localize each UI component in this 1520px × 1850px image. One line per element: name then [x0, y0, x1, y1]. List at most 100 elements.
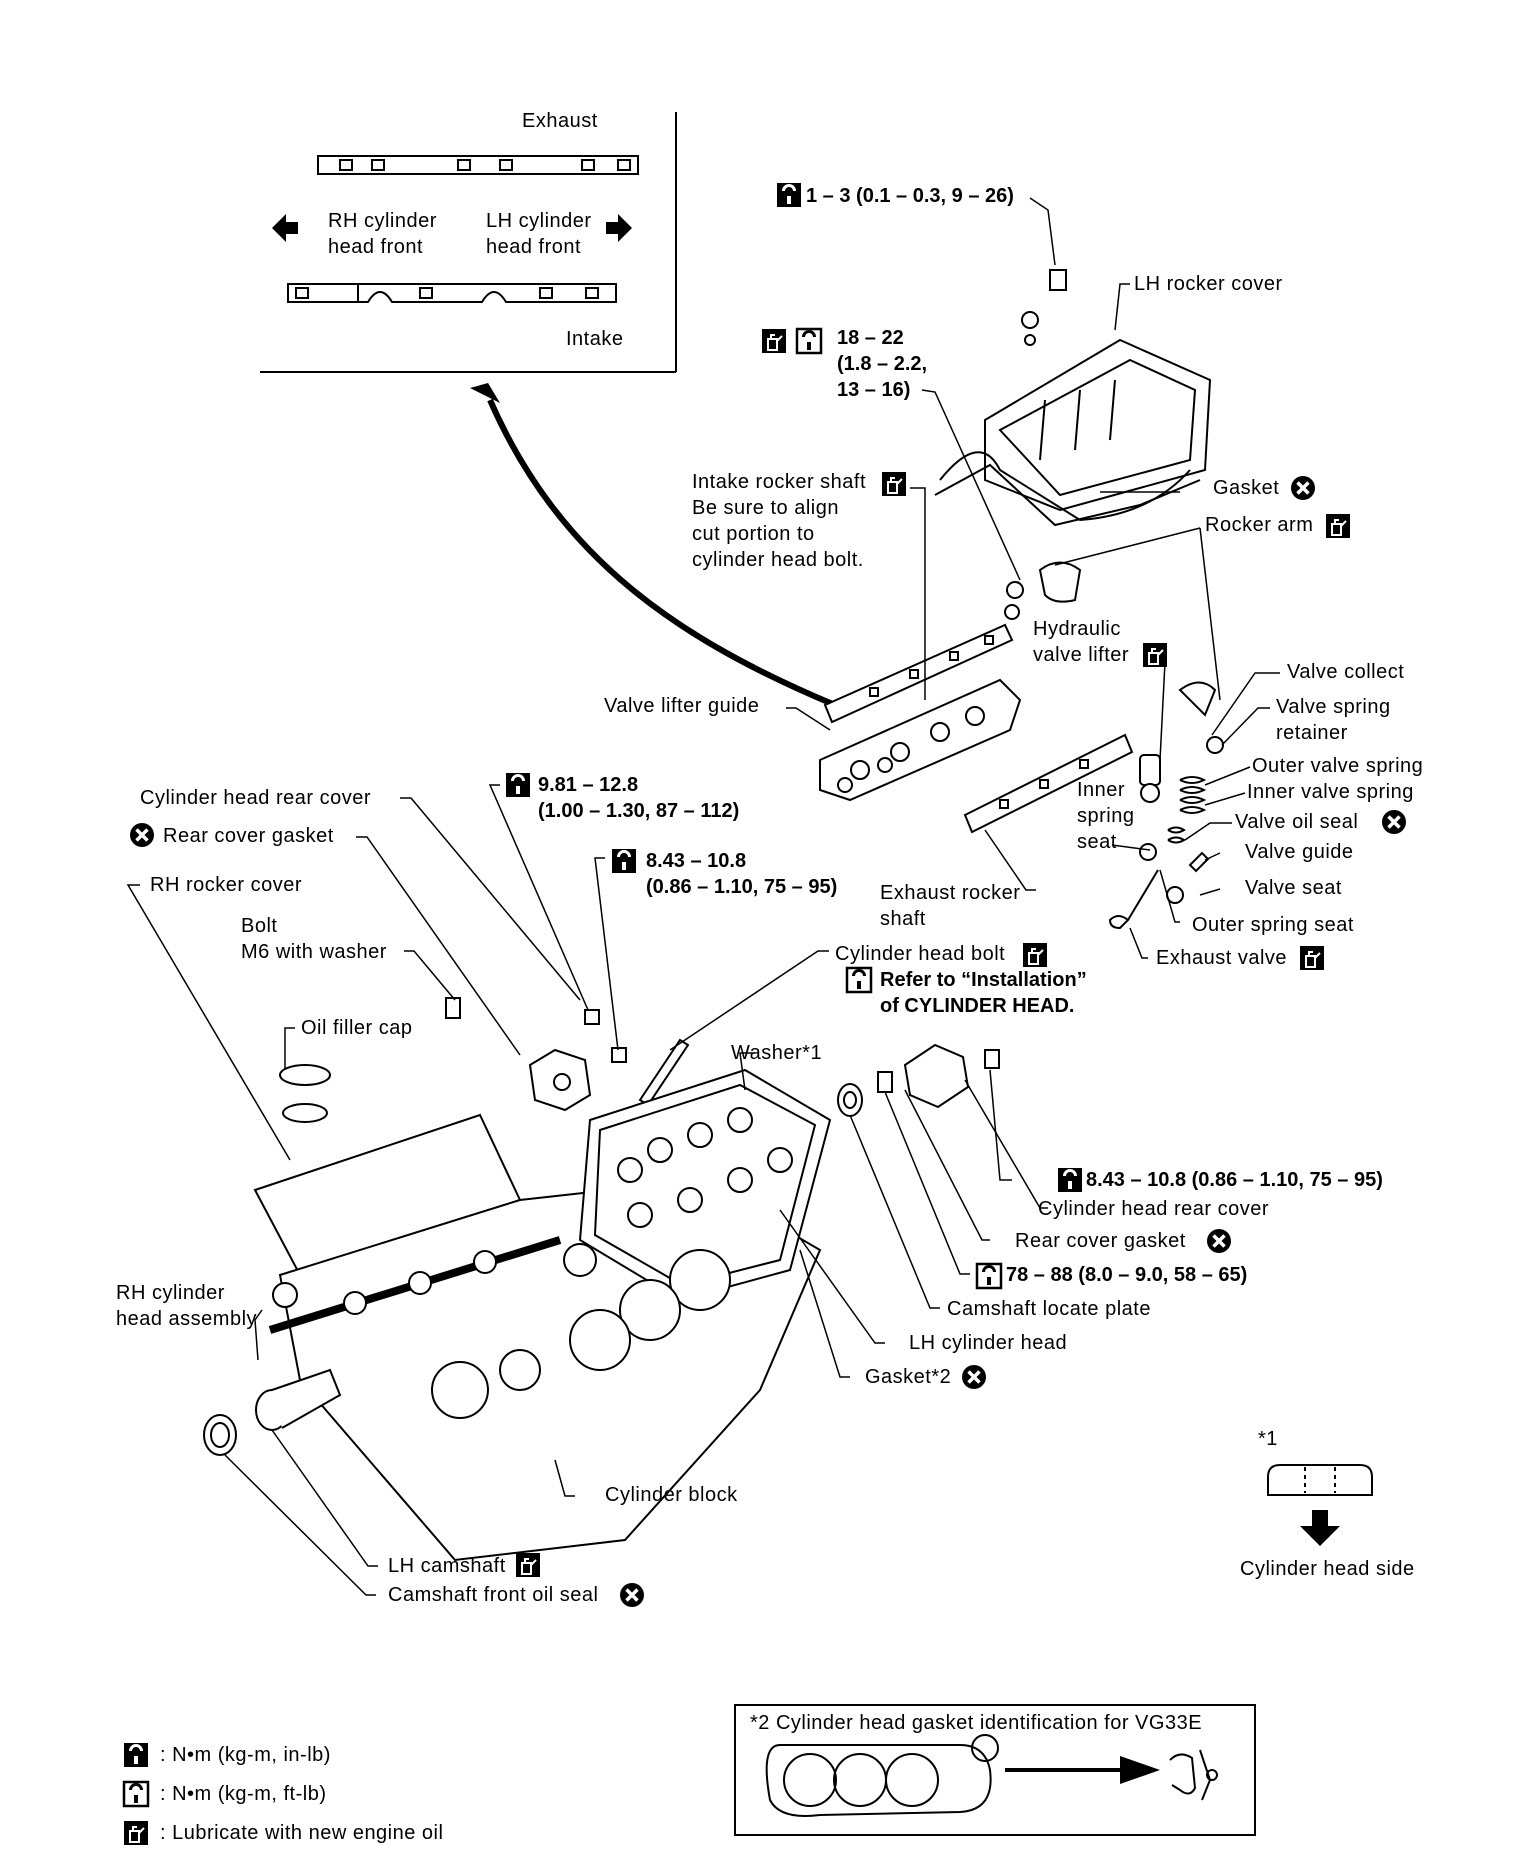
exhaust-rocker-shaft-label: Exhaust rocker shaft — [880, 882, 1021, 930]
rocker-cover-bolt — [1021, 269, 1067, 346]
replace-part-icon — [1380, 808, 1408, 836]
star-1-label: *1 — [1258, 1428, 1278, 1450]
inner-spring-seat-label: Inner spring seat — [1077, 779, 1135, 853]
torque-icon — [975, 1262, 1003, 1290]
gasket-id-box — [734, 1704, 1256, 1836]
arrow-left-icon — [272, 214, 298, 242]
cylinder-head-rear-cover-left-label: Cylinder head rear cover — [140, 787, 371, 809]
torque-icon — [612, 849, 636, 873]
cylinder-head-side-label: Cylinder head side — [1240, 1558, 1415, 1580]
inset-frame — [260, 112, 677, 373]
oil-can-icon — [515, 1552, 541, 1578]
valve-collect-label: Valve collect — [1287, 661, 1405, 683]
lh-cylinder-head-label: LH cylinder head — [909, 1332, 1068, 1354]
replace-part-icon — [1205, 1227, 1233, 1255]
rocker-arm-label: Rocker arm — [1205, 514, 1314, 536]
exhaust-valve-label: Exhaust valve — [1156, 947, 1288, 969]
valve-guide-label: Valve guide — [1245, 841, 1354, 863]
rear-cover-right — [837, 1043, 1000, 1117]
bolt-label: Bolt M6 with washer — [241, 915, 387, 963]
oil-can-icon — [1022, 942, 1048, 968]
oil-can-icon — [1142, 642, 1168, 668]
torque-1-3: 1 – 3 (0.1 – 0.3, 9 – 26) — [806, 185, 1014, 207]
refer-installation-note: Refer to “Installation” of CYLINDER HEAD… — [880, 969, 1087, 1017]
legend-torque-inlb-icon — [124, 1743, 148, 1767]
rh-cylinder-head-assembly-label: RH cylinder head assembly — [116, 1282, 258, 1330]
curved-arrow — [487, 398, 837, 708]
oil-can-icon — [881, 471, 907, 497]
valve-oil-seal-label: Valve oil seal — [1235, 811, 1359, 833]
lh-camshaft-label: LH camshaft — [388, 1555, 506, 1577]
valve-lifter-guide-label: Valve lifter guide — [604, 695, 760, 717]
inset-exhaust-gasket — [317, 155, 639, 175]
engine-block-assembly — [253, 1068, 832, 1562]
cylinder-head-rear-cover-right-label: Cylinder head rear cover — [1038, 1198, 1269, 1220]
valve-seat-label: Valve seat — [1245, 877, 1342, 899]
torque-18-22: 18 – 22 (1.8 – 2.2, 13 – 16) — [837, 327, 928, 401]
oil-filler-cap — [279, 1064, 331, 1123]
valve-spring-retainer-label: Valve spring retainer — [1276, 696, 1391, 744]
washer-label: Washer*1 — [731, 1042, 823, 1064]
legend-oil-can-icon — [123, 1820, 149, 1846]
rh-rocker-cover-label: RH rocker cover — [150, 874, 302, 896]
torque-8-43-a: 8.43 – 10.8 (0.86 – 1.10, 75 – 95) — [646, 850, 838, 898]
inset-intake-gasket — [287, 283, 617, 303]
legend-torque-ftlb: : N•m (kg-m, ft-lb) — [160, 1783, 327, 1805]
torque-8-43-b: 8.43 – 10.8 (0.86 – 1.10, 75 – 95) — [1086, 1169, 1383, 1191]
intake-rocker-shaft-note: Be sure to align cut portion to cylinder… — [692, 497, 864, 571]
exhaust-rocker-shaft — [963, 733, 1134, 834]
arrow-right-icon — [606, 214, 632, 242]
rear-cover-left — [445, 997, 627, 1112]
lh-camshaft — [255, 1368, 342, 1431]
lh-rocker-cover — [939, 338, 1212, 522]
hydraulic-valve-lifter-label: Hydraulic valve lifter — [1033, 618, 1130, 666]
oil-filler-cap-label: Oil filler cap — [301, 1017, 413, 1039]
lh-rocker-cover-label: LH rocker cover — [1134, 273, 1283, 295]
legend-lubricate: : Lubricate with new engine oil — [160, 1822, 444, 1844]
washer-orientation-symbol — [1267, 1464, 1373, 1496]
gasket-id-title: *2 Cylinder head gasket identification f… — [750, 1712, 1203, 1734]
arrow-down-icon — [1300, 1510, 1340, 1546]
gasket-2-label: Gasket*2 — [865, 1366, 952, 1388]
torque-icon — [1058, 1168, 1082, 1192]
outer-spring-seat-label: Outer spring seat — [1192, 914, 1354, 936]
torque-icon — [845, 966, 873, 994]
valve-lifter-guide — [819, 678, 1022, 802]
torque-9-81: 9.81 – 12.8 (1.00 – 1.30, 87 – 112) — [538, 774, 740, 822]
outer-valve-spring-label: Outer valve spring — [1252, 755, 1424, 777]
legend-torque-inlb: : N•m (kg-m, in-lb) — [160, 1744, 331, 1766]
intake-rocker-shaft — [823, 623, 1014, 724]
leader-lines — [126, 197, 1280, 1596]
valve-train — [1108, 681, 1224, 930]
rear-cover-gasket-left-label: Rear cover gasket — [163, 825, 334, 847]
replace-part-icon — [1289, 474, 1317, 502]
inset-lh-front-label: LH cylinder head front — [486, 210, 592, 258]
replace-part-icon — [128, 821, 156, 849]
torque-78-88: 78 – 88 (8.0 – 9.0, 58 – 65) — [1006, 1264, 1248, 1286]
inset-exhaust-label: Exhaust — [522, 110, 598, 132]
cylinder-block-label: Cylinder block — [605, 1484, 738, 1506]
rear-cover-gasket-right-label: Rear cover gasket — [1015, 1230, 1186, 1252]
camshaft-front-oil-seal — [203, 1414, 237, 1456]
inset-intake-label: Intake — [566, 328, 624, 350]
torque-icon — [795, 327, 823, 355]
oil-can-icon — [761, 328, 787, 354]
replace-part-icon — [960, 1363, 988, 1391]
gasket-id-arrow-icon — [1120, 1756, 1160, 1784]
camshaft-front-oil-seal-label: Camshaft front oil seal — [388, 1584, 599, 1606]
camshaft-locate-plate-label: Camshaft locate plate — [947, 1298, 1151, 1320]
rocker-cover-gasket — [934, 463, 1201, 527]
cylinder-head-bolt-label: Cylinder head bolt — [835, 943, 1006, 965]
torque-icon — [506, 773, 530, 797]
replace-part-icon — [618, 1581, 646, 1609]
torque-icon — [777, 183, 801, 207]
intake-rocker-shaft-label: Intake rocker shaft — [692, 471, 867, 493]
rocker-arm — [1004, 561, 1082, 620]
gasket-label: Gasket — [1213, 477, 1280, 499]
oil-can-icon — [1299, 945, 1325, 971]
inner-valve-spring-label: Inner valve spring — [1247, 781, 1414, 803]
inset-rh-front-label: RH cylinder head front — [328, 210, 437, 258]
oil-can-icon — [1325, 513, 1351, 539]
legend-torque-ftlb-icon — [122, 1780, 150, 1808]
